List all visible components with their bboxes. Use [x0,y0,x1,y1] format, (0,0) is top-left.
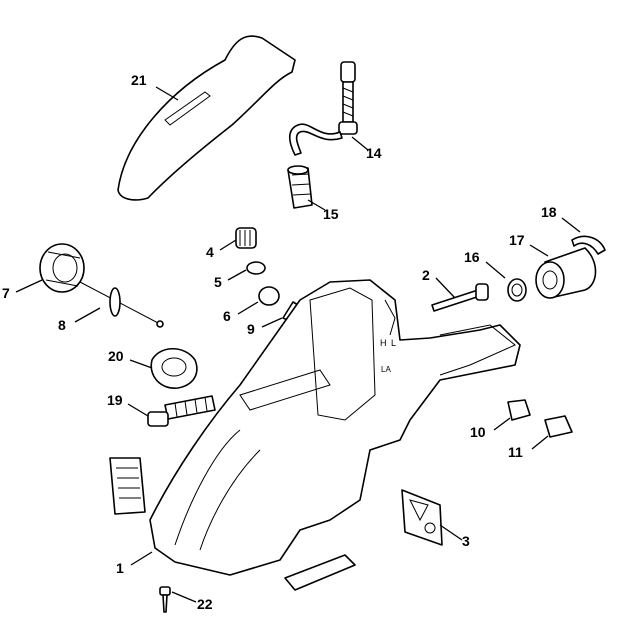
callout-18: 18 [541,204,557,220]
part-7-pump [39,243,85,293]
part-2-bolt [431,283,489,312]
callout-5: 5 [214,274,222,290]
part-16-ring [507,278,527,302]
callout-7: 7 [2,285,10,301]
part-21-handle-cover [117,35,296,201]
part-22-screw [159,586,171,613]
part-14-fuel-hose [288,61,358,156]
leader-lines [15,86,581,603]
callout-3: 3 [462,533,470,549]
svg-text:L: L [391,338,396,348]
part-17-intake-boot [535,247,597,299]
label-sticker-left [109,457,146,515]
part-3-warning-label [401,489,443,546]
callout-21: 21 [131,72,147,88]
callout-20: 20 [108,348,124,364]
callout-15: 15 [323,206,339,222]
part-4-cap [235,227,257,249]
callout-14: 14 [366,145,382,161]
part-1-housing: H L LA [149,279,521,576]
callout-9: 9 [247,321,255,337]
callout-11: 11 [508,444,523,460]
callout-17: 17 [509,232,525,248]
part-20-gasket [150,347,198,389]
part-5-o-ring [246,261,266,275]
part-6-grommet [258,286,280,306]
callout-22: 22 [197,596,213,612]
callout-8: 8 [58,317,66,333]
housing-mark-h: H [380,338,387,348]
part-11-block [544,415,573,438]
callout-16: 16 [464,249,480,265]
part-15-fuel-filter [287,165,313,209]
part-19-screw [147,395,216,427]
svg-text:LA: LA [381,365,391,374]
callout-19: 19 [107,392,123,408]
callout-10: 10 [470,424,486,440]
callout-2: 2 [422,267,430,283]
part-8-line [79,281,164,328]
callout-1: 1 [116,560,124,576]
label-strip-bottom [284,554,356,591]
part-18-clamp [571,235,606,255]
callout-4: 4 [206,244,214,260]
part-10-block [507,399,531,421]
callout-6: 6 [223,308,231,324]
